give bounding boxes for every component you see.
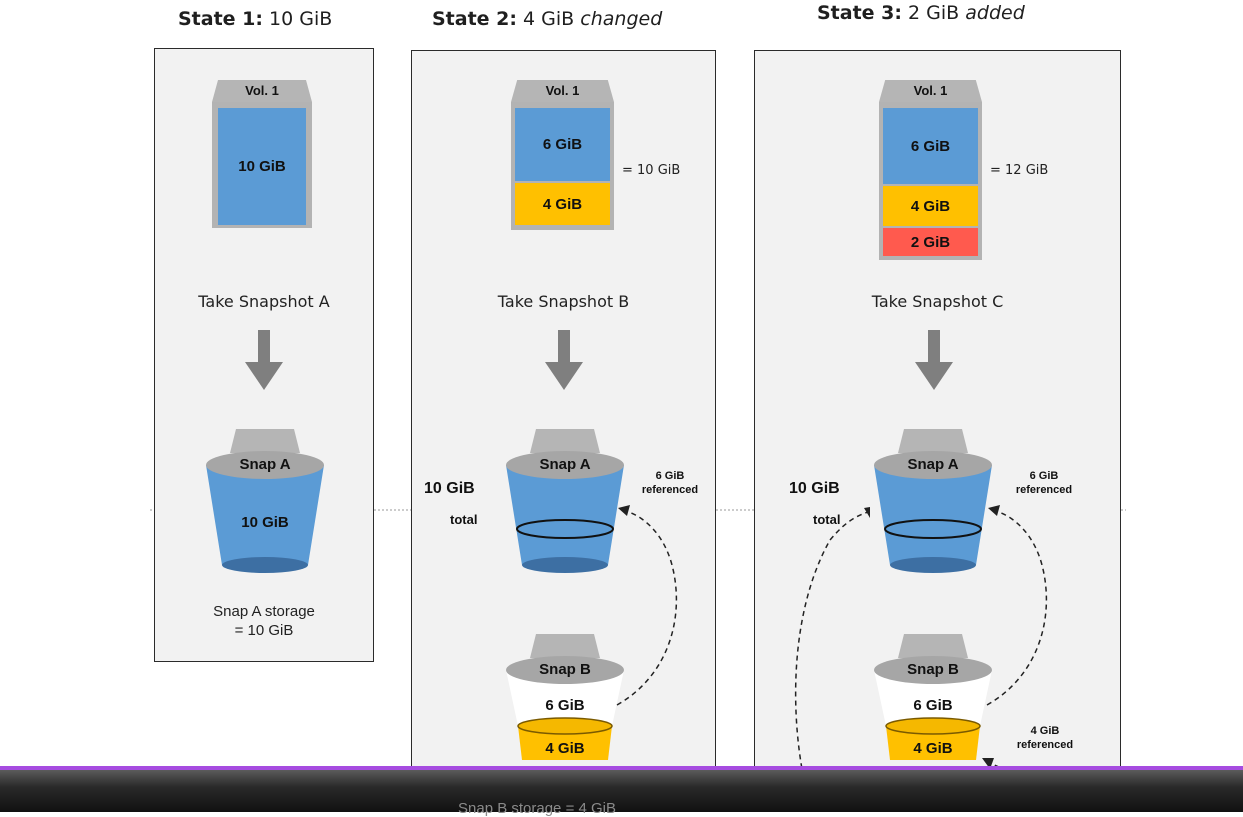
state3-title: State 3: 2 GiB added [817, 2, 1025, 24]
reference-arrow [986, 505, 1048, 706]
snap-b-6gib: 6 GiB [913, 697, 953, 714]
snap-a-label: Snap A [239, 456, 291, 473]
down-arrow-icon [915, 330, 953, 390]
total-word: total [450, 512, 478, 527]
snap-b-label: Snap B [907, 661, 959, 678]
snap-b-6gib: 6 GiB [545, 697, 585, 714]
total-value: 10 GiB [789, 480, 840, 497]
down-arrow-icon [545, 330, 583, 390]
vol1-segment-2gib: 2 GiB [883, 228, 978, 256]
total-word: total [813, 512, 841, 527]
down-arrow-icon [245, 330, 283, 390]
vol1-cap: Vol. 1 [212, 80, 312, 102]
vol1-segment-6gib: 6 GiB [883, 108, 978, 184]
referenced-4gib-label: 4 GiB referenced [1016, 725, 1074, 751]
snap-b-4gib: 4 GiB [913, 740, 953, 757]
vol1-segment-6gib: 6 GiB [515, 108, 610, 181]
take-snapshot-b-label: Take Snapshot B [497, 292, 630, 311]
snap-a-storage-label: Snap A storage = 10 GiB [213, 603, 315, 639]
snap-b-label: Snap B [539, 661, 591, 678]
take-snapshot-c-label: Take Snapshot C [871, 292, 1004, 311]
state1-title: State 1: 10 GiB [178, 8, 333, 30]
snap-a-label: Snap A [907, 456, 959, 473]
snap-a-label: Snap A [539, 456, 591, 473]
snap-b-bucket-icon [874, 634, 992, 760]
reference-arrow [616, 505, 678, 706]
snap-a-bucket-icon [874, 429, 992, 573]
reference-arrow [794, 507, 870, 812]
snap-a-bucket-icon [506, 429, 624, 573]
snap-b-4gib: 4 GiB [545, 740, 585, 757]
vol1-cap: Vol. 1 [511, 80, 614, 102]
vol1-cap: Vol. 1 [879, 80, 982, 102]
volume-total-label: = 12 GiB [990, 163, 1049, 178]
snap-b-storage-label: Snap B storage = 4 GiB [458, 800, 617, 817]
volume-total-label: = 10 GiB [622, 163, 681, 178]
referenced-label: 6 GiB referenced [1015, 470, 1073, 496]
vol1-segment-4gib: 4 GiB [515, 183, 610, 225]
vol1-segment-10gib: 10 GiB [218, 108, 306, 225]
state2-title: State 2: 4 GiB changed [432, 8, 663, 30]
snap-b-bucket-icon [506, 634, 624, 760]
dotted-separator [150, 509, 1126, 511]
bottom-bar [0, 766, 1243, 812]
total-value: 10 GiB [424, 480, 475, 497]
referenced-label: 6 GiB referenced [641, 470, 699, 496]
vol1-segment-4gib: 4 GiB [883, 186, 978, 226]
take-snapshot-a-label: Take Snapshot A [198, 292, 330, 311]
snap-a-size: 10 GiB [241, 514, 289, 531]
snap-a-bucket-icon [206, 429, 324, 573]
